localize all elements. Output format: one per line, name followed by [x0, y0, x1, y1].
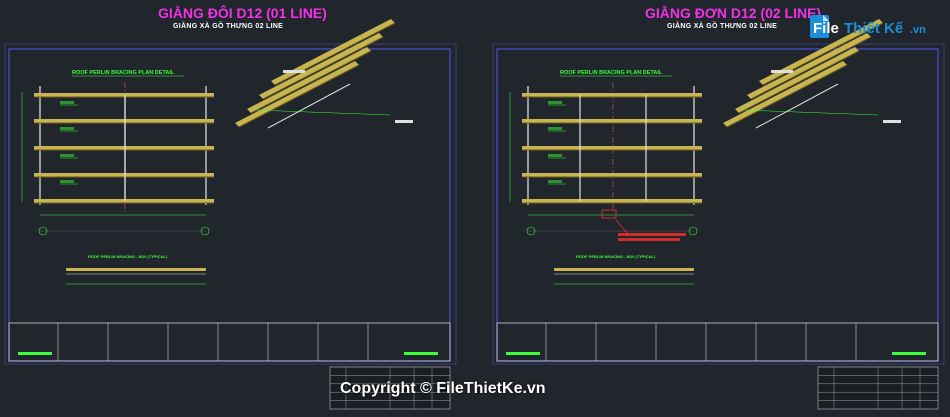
left_sheet-title-block-note: [18, 352, 52, 355]
left_sheet-title-block: [8, 322, 451, 362]
left_sheet-iso-purlin-edge: [274, 22, 396, 86]
left_sheet-iso-purlin-edge: [262, 36, 384, 100]
right_sheet-revision-leader: [615, 219, 629, 235]
left_sheet-purlin: [34, 199, 214, 203]
left-schedule-table: [329, 366, 451, 410]
left_sheet-iso-purlin: [247, 47, 371, 113]
left_sheet-purlin: [34, 93, 214, 97]
right_sheet-section-title: ROOF PERLIN BRACING - M10 (TYPICAL): [576, 254, 656, 259]
right_sheet-purlin: [522, 199, 702, 203]
left_sheet-iso-label: [283, 70, 305, 73]
right_sheet-title-block-note: [892, 352, 926, 355]
left_sheet-title-block-frame: [8, 322, 451, 362]
left_sheet-section-title: ROOF PERLIN BRACING - M10 (TYPICAL): [88, 254, 168, 259]
right_sheet-iso-label: [771, 70, 793, 73]
logo-text-domain: .vn: [910, 24, 926, 36]
right_sheet-iso-purlin-edge: [738, 50, 860, 114]
left_sheet-iso-leader: [254, 109, 391, 116]
right_sheet-iso-purlin: [747, 33, 871, 99]
right-schedule-table: [817, 366, 939, 410]
left_sheet-iso-label: [395, 120, 413, 123]
right_sheet-iso-purlin-edge: [726, 64, 848, 128]
left_sheet-iso-purlin-edge: [238, 64, 360, 128]
logo-graphic: File Thiết Kế .vn: [810, 15, 926, 38]
left_sheet-section-beam: [66, 268, 206, 271]
left_sheet-iso-purlin-edge: [250, 50, 372, 114]
left_sheet-purlin: [34, 146, 214, 150]
right_sheet-iso-purlin-edge: [750, 36, 872, 100]
right_sheet-callout-tag: [548, 127, 562, 130]
right_sheet-callout-tag: [548, 154, 562, 157]
logo-file-corner: [823, 15, 829, 21]
right-sheet-subtitle: GIẰNG XÀ GỒ THƯNG 02 LINE: [667, 23, 778, 30]
right_sheet-revision-note: [618, 238, 680, 241]
right_sheet-revision-cloud: [601, 209, 617, 219]
right-sheet-title: GIẰNG ĐƠN D12 (02 LINE): [645, 5, 822, 21]
left_sheet-callout-tag: [60, 180, 74, 183]
right_sheet-iso-label: [883, 120, 901, 123]
left_sheet-iso-brace: [267, 83, 351, 129]
right_sheet-purlin: [522, 146, 702, 150]
left-sheet-title: GIẰNG ĐÔI D12 (01 LINE): [158, 5, 327, 21]
right_sheet-iso-purlin: [759, 19, 883, 85]
left_sheet-plan-title: ROOF PERLIN BRACING PLAN DETAIL: [72, 70, 175, 76]
right_sheet-sheet: ROOF PERLIN BRACING PLAN DETAIL ROOF PERL…: [492, 19, 945, 365]
right_sheet-iso-purlin: [735, 47, 859, 113]
logo-text-file: File: [813, 20, 839, 37]
left_sheet-callout-tag: [60, 127, 74, 130]
right_sheet-purlin: [522, 173, 702, 177]
right_sheet-purlin: [522, 93, 702, 97]
right_sheet-iso-leader: [742, 109, 879, 116]
right_sheet-plan-title: ROOF PERLIN BRACING PLAN DETAIL: [560, 70, 663, 76]
left_sheet-iso-purlin: [259, 33, 383, 99]
copyright-watermark: Copyright © FileThietKe.vn: [340, 380, 546, 397]
right_sheet-iso-brace: [755, 83, 839, 129]
right_sheet-revision-note: [618, 233, 686, 236]
left_sheet-iso-purlin: [271, 19, 395, 85]
logo-text-thietke: Thiết Kế: [844, 20, 904, 37]
right_sheet-outer-frame: [492, 43, 945, 365]
right_sheet-iso-purlin-edge: [762, 22, 884, 86]
left_sheet-purlin: [34, 173, 214, 177]
right_sheet-callout-tag: [548, 180, 562, 183]
left_sheet-callout-tag: [60, 154, 74, 157]
right_sheet-purlin: [522, 119, 702, 123]
right_sheet-title-block-frame: [496, 322, 939, 362]
left_sheet-purlin: [34, 119, 214, 123]
right_sheet-title-block: [496, 322, 939, 362]
left_sheet-title-block-note: [404, 352, 438, 355]
left_sheet-callout-tag: [60, 101, 74, 104]
left_sheet-sheet: ROOF PERLIN BRACING PLAN DETAIL ROOF PERL…: [4, 19, 457, 365]
left-sheet-subtitle: GIẰNG XÀ GỒ THƯNG 02 LINE: [173, 23, 284, 30]
site-logo[interactable]: File Thiết Kế .vn: [809, 12, 941, 42]
left_sheet-outer-frame: [4, 43, 457, 365]
right_sheet-section-beam: [554, 268, 694, 271]
right_sheet-title-block-note: [506, 352, 540, 355]
right_sheet-callout-tag: [548, 101, 562, 104]
